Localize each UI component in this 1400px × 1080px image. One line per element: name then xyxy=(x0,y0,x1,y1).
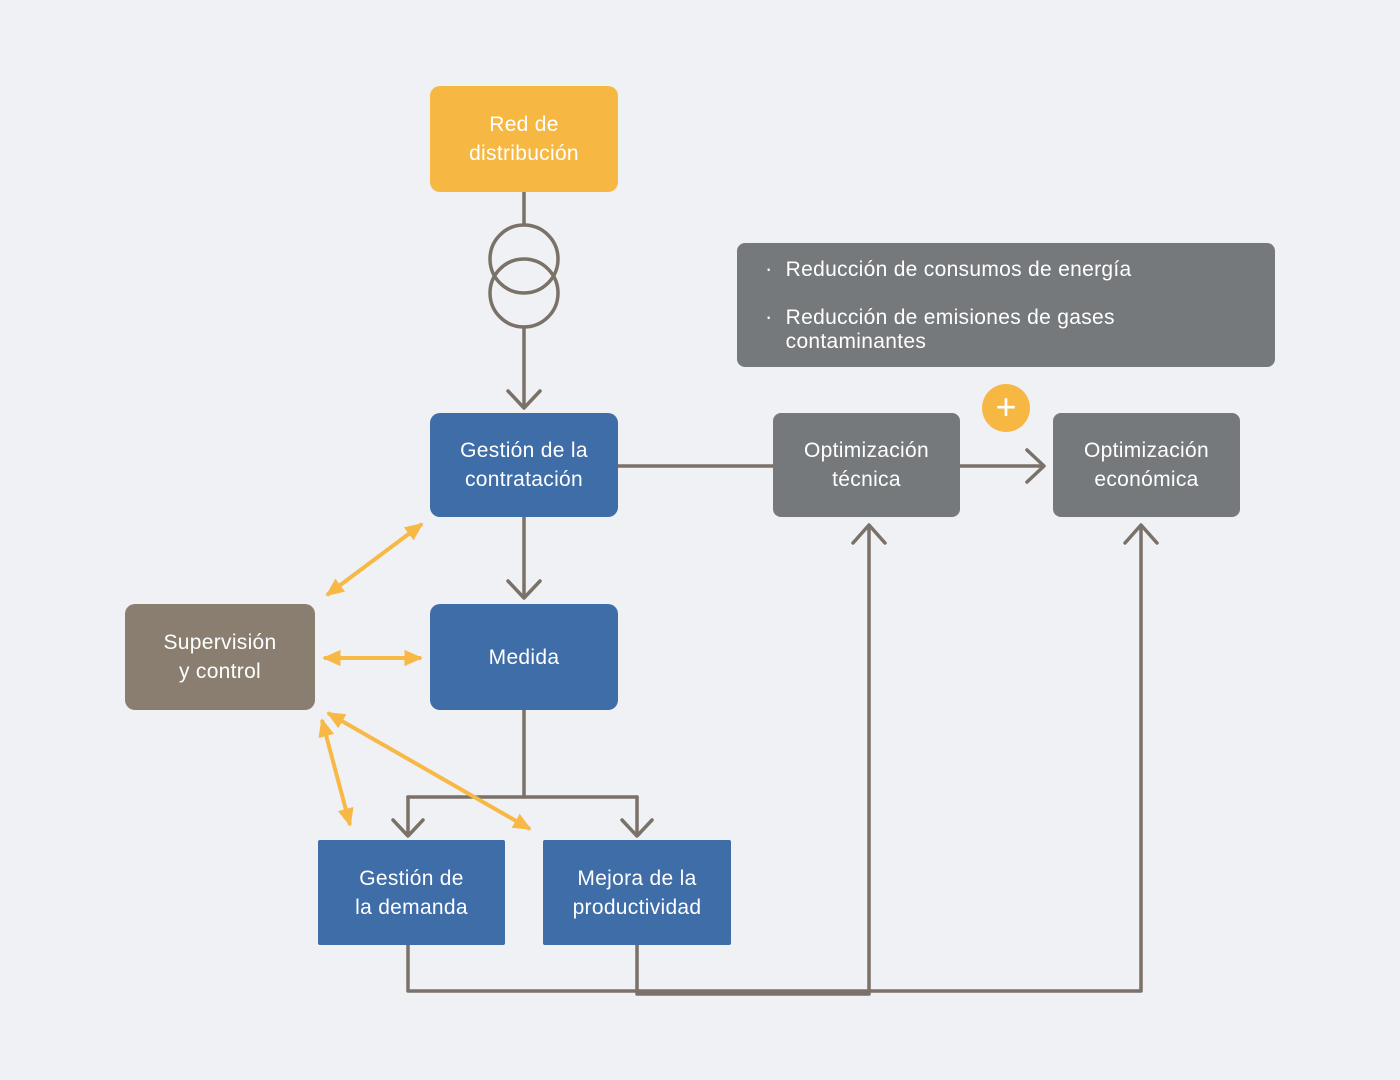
benefits-panel: · Reducción de consumos de energía · Red… xyxy=(737,243,1275,367)
node-label: distribución xyxy=(469,142,579,165)
node-label: Mejora de la xyxy=(577,866,697,890)
node-gestion-demanda: Gestión de la demanda xyxy=(318,840,505,945)
node-label: Optimización xyxy=(1084,439,1209,462)
benefit-text: Reducción de emisiones de gases contamin… xyxy=(785,306,1115,353)
node-label: económica xyxy=(1094,468,1199,491)
node-label: Medida xyxy=(488,645,560,669)
benefit-item: · Reducción de emisiones de gases contam… xyxy=(765,304,1247,354)
connector-tecnica-to-economica xyxy=(958,448,1046,484)
node-medida: Medida xyxy=(430,604,618,710)
arrow-supervision-productividad xyxy=(326,711,532,831)
plus-icon: + xyxy=(982,384,1030,432)
node-label: Red de xyxy=(489,113,559,136)
node-supervision-control: Supervisión y control xyxy=(125,604,315,710)
node-label: contratación xyxy=(464,468,583,491)
benefit-text: Reducción de consumos de energía xyxy=(785,258,1132,281)
node-label: Gestión de xyxy=(359,866,464,890)
bullet-icon: · xyxy=(765,304,773,329)
node-label: y control xyxy=(178,660,262,683)
connector-contratacion-to-medida xyxy=(506,515,542,600)
node-gestion-contratacion: Gestión de la contratación xyxy=(430,413,618,517)
node-mejora-productividad: Mejora de la productividad xyxy=(543,840,731,945)
arrow-supervision-demanda xyxy=(318,718,354,827)
plus-glyph: + xyxy=(995,385,1017,427)
transformer-icon xyxy=(488,223,560,329)
node-label: Supervisión xyxy=(163,631,277,654)
node-label: Gestión de la xyxy=(460,439,588,462)
node-optimizacion-tecnica: Optimización técnica xyxy=(773,413,960,517)
bullet-icon: · xyxy=(765,256,773,281)
node-optimizacion-economica: Optimización económica xyxy=(1053,413,1240,517)
node-label: la demanda xyxy=(355,895,468,919)
connector-demanda-to-economica xyxy=(406,523,1159,993)
node-label: técnica xyxy=(832,468,901,491)
benefit-item: · Reducción de consumos de energía xyxy=(765,256,1247,282)
connector-transformer-to-contratacion xyxy=(506,325,542,410)
node-label: Optimización xyxy=(804,439,929,462)
connector-mejora-to-tecnica xyxy=(635,523,887,996)
node-label: productividad xyxy=(572,895,702,919)
arrow-supervision-contratacion xyxy=(325,522,424,597)
node-red-distribucion: Red de distribución xyxy=(430,86,618,192)
